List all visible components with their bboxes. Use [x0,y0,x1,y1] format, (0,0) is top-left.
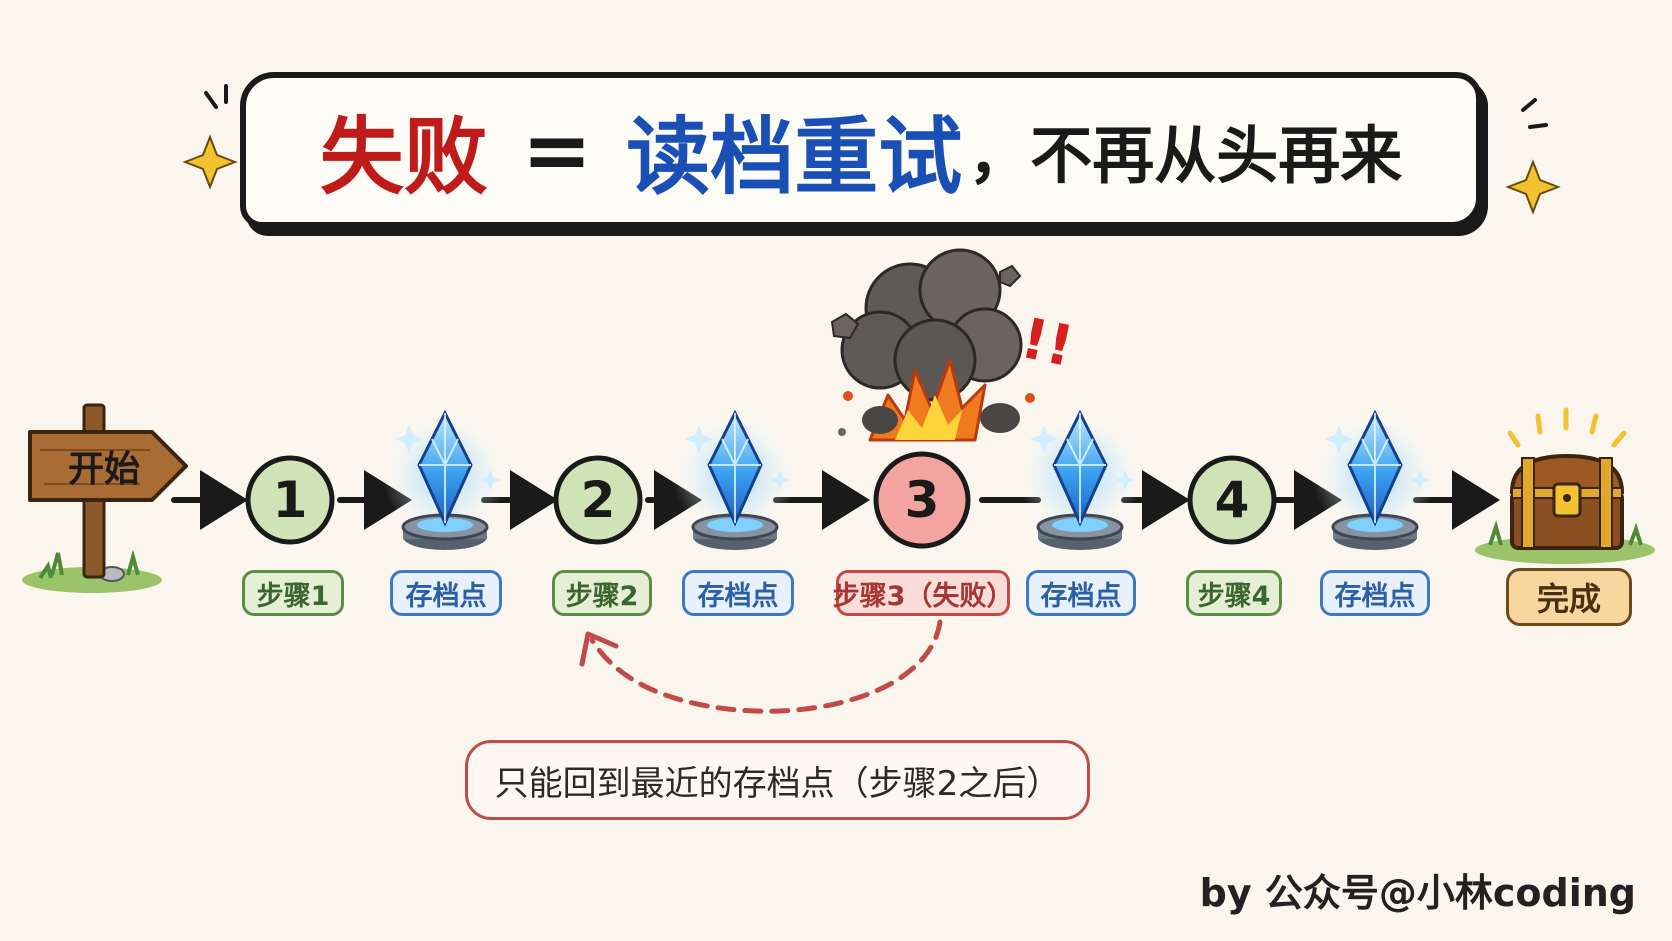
step-circle-3 [873,451,971,549]
finish-label: 完成 [1506,568,1632,626]
step-label-4: 步骤4 [1186,570,1282,616]
step-number-4: 4 [1214,471,1250,529]
title-frame [240,72,1482,228]
save-crystal-icon [1020,411,1140,552]
save-crystal-icon [675,411,795,552]
step-number-2: 2 [580,471,616,529]
save-crystal-icon [1315,411,1435,552]
title-rest: ，不再从头再来 [968,119,1403,192]
save-label-1: 存档点 [390,570,502,616]
title-fail: 失败 [319,107,488,206]
start-signpost-icon [22,403,188,593]
alert-mark: !! [1015,306,1078,380]
treasure-chest-icon [1475,407,1655,564]
title-equals: = [521,101,593,199]
step-number-3: 3 [904,471,940,529]
return-arrow-head [579,631,619,667]
step-circle-4 [1187,455,1277,545]
save-label-2: 存档点 [682,570,794,616]
save-label-4: 存档点 [1320,570,1430,616]
step-label-2: 步骤2 [552,570,652,616]
return-arrow [589,619,943,714]
step-label-1: 步骤1 [242,570,344,616]
sparkle-icon [1505,159,1561,215]
step-circle-1 [245,455,335,545]
sparkle-icon [182,134,238,190]
step-circle-2 [553,455,643,545]
step-label-3: 步骤3（失败） [833,570,1013,616]
page-title: 失败 = 读档重试 ，不再从头再来 [240,72,1482,228]
explosion-icon [830,248,1035,442]
save-crystal-icon [385,411,505,552]
title-load-retry: 读档重试 [626,107,963,206]
step-number-1: 1 [272,471,308,529]
start-label: 开始 [67,449,140,490]
save-label-3: 存档点 [1026,570,1136,616]
note-callout: 只能回到最近的存档点（步骤2之后） [465,740,1090,820]
credit-text: by 公众号@小林coding [1199,871,1636,915]
